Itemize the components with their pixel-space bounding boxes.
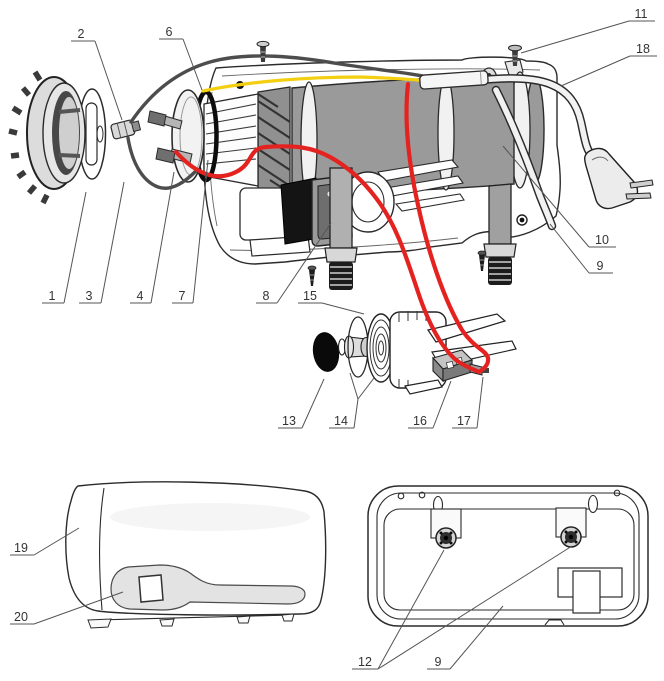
- shell-base: [87, 613, 295, 629]
- callout-11: 11: [520, 7, 655, 54]
- wire-dark: [126, 54, 430, 190]
- display-window: [138, 574, 164, 603]
- svg-text:13: 13: [282, 414, 296, 428]
- callout-9-lower: 9: [427, 605, 504, 670]
- callout-1: 1: [42, 191, 87, 304]
- svg-text:14: 14: [334, 414, 348, 428]
- upper-exploded-view: [8, 40, 654, 395]
- callout-2: 2: [71, 27, 123, 121]
- svg-text:19: 19: [14, 541, 28, 555]
- callout-3: 3: [79, 181, 125, 304]
- svg-text:20: 20: [14, 610, 28, 624]
- svg-text:16: 16: [413, 414, 427, 428]
- callout-10: 10: [502, 145, 616, 248]
- element-flange: [171, 89, 205, 183]
- panel-cutout: [572, 570, 601, 614]
- svg-text:4: 4: [137, 289, 144, 303]
- screw-11: [508, 44, 522, 66]
- svg-text:3: 3: [86, 289, 93, 303]
- svg-text:9: 9: [597, 259, 604, 273]
- keyhole-slot: [587, 494, 599, 514]
- callout-14: 14: [329, 372, 375, 429]
- svg-text:11: 11: [635, 7, 648, 21]
- svg-text:17: 17: [457, 414, 471, 428]
- svg-text:12: 12: [358, 655, 372, 669]
- callout-20: 20: [10, 591, 124, 625]
- callouts: 2 6 11 18 1 3 4 7: [10, 7, 657, 670]
- ring-nut: [8, 70, 86, 205]
- mount-nut-left: [430, 508, 462, 549]
- power-plug: [583, 147, 639, 210]
- panel-outline: [367, 485, 649, 627]
- outlet-pipe: [324, 167, 395, 290]
- shroud-screw: [256, 40, 270, 62]
- tank-strap: [437, 75, 455, 191]
- callout-17: 17: [452, 376, 484, 429]
- callout-6: 6: [159, 25, 203, 91]
- svg-text:15: 15: [303, 289, 317, 303]
- svg-text:6: 6: [166, 25, 173, 39]
- wire-red: [173, 81, 491, 375]
- callout-13: 13: [278, 378, 325, 429]
- drain-screw-left: [307, 265, 317, 286]
- svg-text:2: 2: [78, 27, 85, 41]
- plug-prong: [625, 192, 652, 200]
- svg-text:10: 10: [595, 233, 609, 247]
- mount-nut-right: [555, 507, 587, 548]
- power-cord: [467, 74, 654, 231]
- plug-prong: [629, 179, 654, 189]
- callout-9-upper: 9: [549, 223, 613, 274]
- drain-screw-right: [477, 250, 487, 271]
- rubber-disc: [312, 332, 340, 372]
- svg-text:1: 1: [49, 289, 56, 303]
- callout-15: 15: [298, 289, 365, 315]
- tank-collar: [257, 86, 291, 198]
- cord-clamp: [419, 70, 489, 90]
- wire-yellow: [201, 75, 428, 93]
- flange-gasket: [77, 88, 107, 180]
- callout-4: 4: [130, 171, 175, 304]
- shroud-fins: [377, 159, 465, 212]
- outer-shell: [65, 481, 327, 629]
- callout-12: 12: [352, 545, 573, 670]
- control-panel: [110, 564, 306, 611]
- back-panel: [367, 485, 649, 627]
- svg-text:7: 7: [179, 289, 186, 303]
- svg-text:8: 8: [263, 289, 270, 303]
- callout-18: 18: [560, 42, 657, 87]
- svg-text:18: 18: [636, 42, 650, 56]
- callout-16: 16: [408, 380, 452, 429]
- inlet-pipe: [483, 183, 517, 285]
- callout-8: 8: [256, 222, 332, 304]
- thermostat-probe: [110, 119, 142, 140]
- callout-19: 19: [10, 527, 80, 556]
- svg-text:9: 9: [435, 655, 442, 669]
- callout-7: 7: [172, 159, 209, 304]
